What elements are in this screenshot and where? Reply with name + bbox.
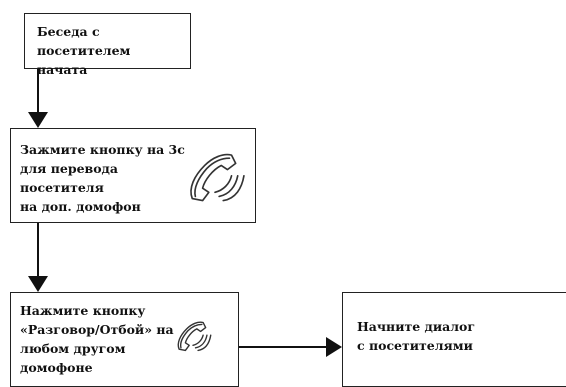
arrow-hold-to-press bbox=[28, 223, 48, 292]
step-press-talk-label: Нажмите кнопку «Разговор/Отбой» на любом… bbox=[20, 303, 174, 375]
arrow-press-to-dialog bbox=[239, 337, 342, 357]
handset-icon bbox=[177, 321, 212, 352]
step-hold-button-label: Зажмите кнопку на 3с для перевода посети… bbox=[20, 142, 185, 214]
step-start-dialog: Начните диалог с посетителями bbox=[342, 292, 566, 387]
handset-icon bbox=[190, 153, 245, 202]
step-start-dialog-label: Начните диалог с посетителями bbox=[357, 319, 476, 353]
step-conversation-started: Беседа с посетителем начата bbox=[24, 13, 191, 77]
step-conversation-started-label: Беседа с посетителем начата bbox=[37, 24, 131, 77]
arrow-start-to-hold bbox=[28, 69, 48, 128]
step-hold-button-transfer: Зажмите кнопку на 3с для перевода посети… bbox=[10, 128, 256, 223]
step-press-talk-button: Нажмите кнопку «Разговор/Отбой» на любом… bbox=[10, 292, 239, 387]
